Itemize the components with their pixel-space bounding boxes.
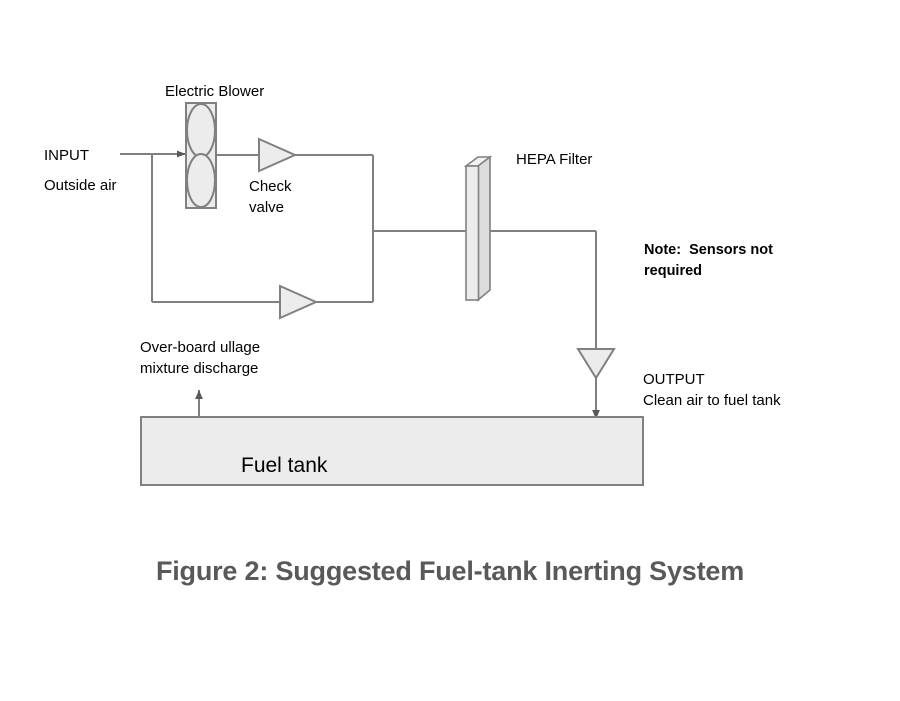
piping-network (120, 150, 600, 419)
check-valve-lower-triangle (279, 284, 319, 320)
output-valve-triangle (576, 348, 616, 380)
check-valve-label-line1: Check (249, 178, 292, 195)
blower-impeller-bottom (186, 153, 216, 208)
fuel-tank-label: Fuel tank (241, 454, 328, 477)
hepa-filter[interactable] (463, 155, 493, 302)
figure-caption: Figure 2: Suggested Fuel-tank Inerting S… (155, 556, 745, 586)
fuel-tank[interactable]: Fuel tank (140, 416, 644, 486)
electric-blower-label: Electric Blower (165, 83, 264, 100)
input-label-line1: INPUT (44, 147, 89, 164)
discharge-label-line1: Over-board ullage (140, 339, 260, 356)
output-label-line2: Clean air to fuel tank (643, 392, 781, 409)
input-label-line2: Outside air (44, 177, 117, 194)
output-valve[interactable] (576, 348, 616, 380)
fuel-tank-body (140, 416, 644, 486)
electric-blower[interactable] (185, 102, 217, 209)
note-label-line1: Note: Sensors not (644, 242, 773, 258)
discharge-label-line2: mixture discharge (140, 360, 258, 377)
check-valve-label-line2: valve (249, 199, 284, 216)
blower-impeller-top (186, 103, 216, 158)
check-valve-lower[interactable] (279, 284, 319, 320)
check-valve-upper-triangle (258, 137, 298, 173)
hepa-filter-label: HEPA Filter (516, 151, 592, 168)
hepa-filter-front-face (465, 165, 480, 301)
hepa-filter-side-face (477, 155, 491, 302)
output-label-line1: OUTPUT (643, 371, 705, 388)
check-valve-upper[interactable] (258, 137, 298, 173)
note-label-line2: required (644, 263, 702, 279)
